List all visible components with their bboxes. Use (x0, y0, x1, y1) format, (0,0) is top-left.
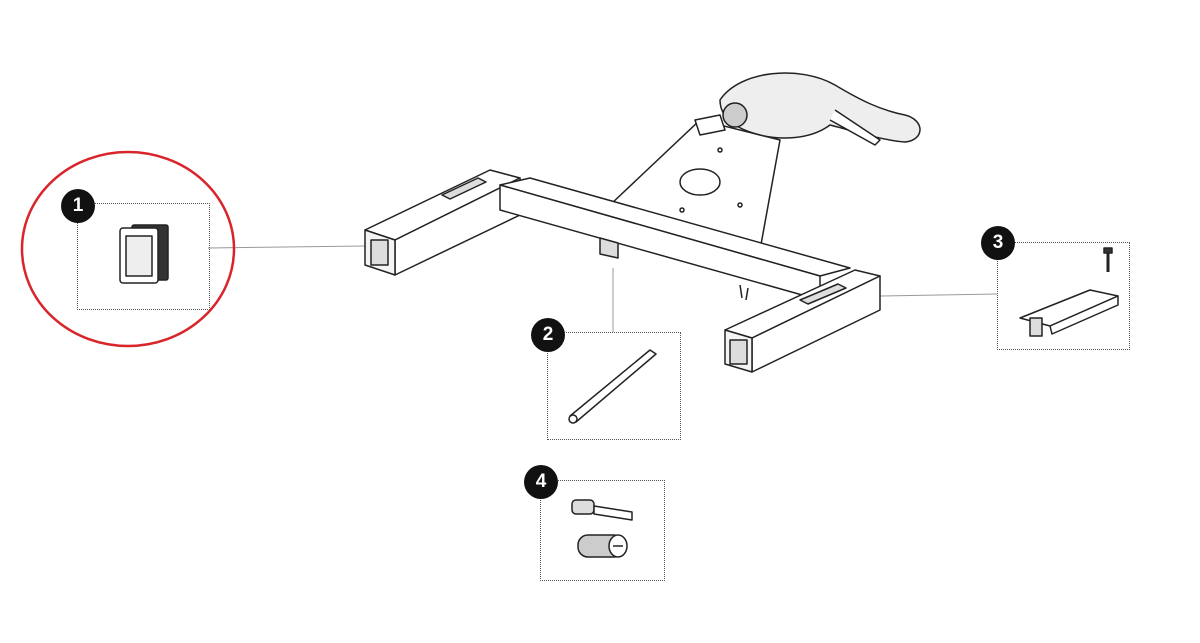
callout-badge-1[interactable]: 1 (61, 189, 95, 223)
hand-lever (694, 72, 921, 146)
callout-badge-4[interactable]: 4 (524, 465, 558, 499)
rod-part (568, 349, 657, 424)
end-cap-part (119, 224, 169, 284)
key-part (571, 499, 633, 521)
left-tube (364, 169, 521, 276)
callout-box-1[interactable] (77, 203, 210, 310)
latch-part (1019, 247, 1119, 337)
callout-box-2[interactable] (547, 332, 681, 440)
callout-badge-3[interactable]: 3 (981, 226, 1015, 260)
callout-badge-2[interactable]: 2 (531, 318, 565, 352)
lock-cylinder-part (577, 534, 628, 558)
right-tube (724, 269, 881, 373)
callout-box-3[interactable] (997, 242, 1130, 350)
cross-beam (499, 177, 851, 301)
highlight-circle (20, 150, 236, 348)
callout-box-4[interactable] (540, 480, 665, 581)
